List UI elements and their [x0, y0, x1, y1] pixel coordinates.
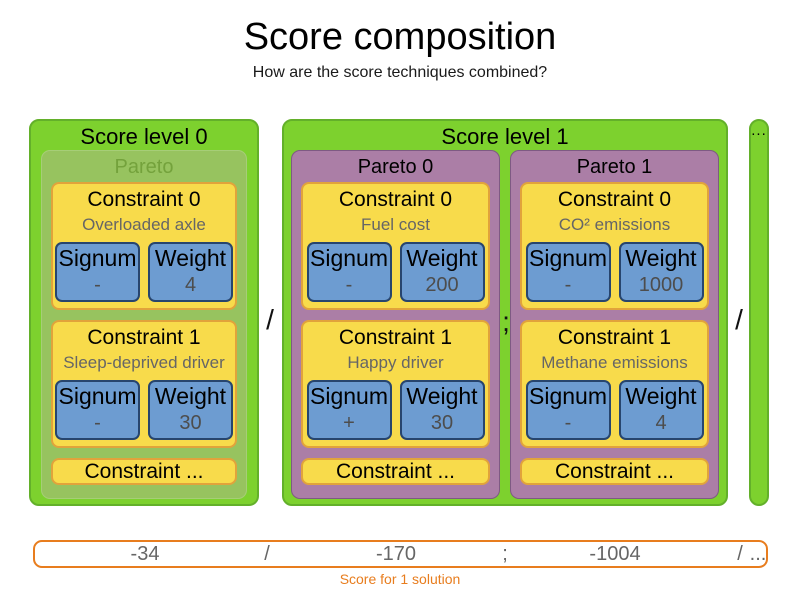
slide-title: Score composition — [243, 16, 557, 58]
weight-box: Weight 200 — [399, 242, 485, 302]
weight-value: 1000 — [638, 274, 684, 296]
signum-value: - — [94, 274, 101, 296]
score-level-0-box: Score level 0 Pareto Constraint 0 Overlo… — [29, 119, 259, 506]
score-value-level0: -34 — [130, 543, 160, 565]
more-levels-label: ... — [751, 122, 767, 139]
weight-box: Weight 4 — [148, 242, 233, 302]
signum-label: Signum — [58, 245, 137, 271]
more-levels-box: ... — [749, 119, 769, 506]
constraint-title: Constraint 0 — [557, 188, 672, 211]
constraint-title: Constraint 0 — [338, 188, 453, 211]
signum-value: - — [94, 412, 101, 434]
pareto-separator-semicolon: ; — [502, 306, 510, 337]
weight-value: 200 — [425, 274, 459, 296]
pareto-0-label: Pareto 0 — [357, 156, 434, 178]
signum-box: Signum - — [306, 242, 392, 302]
level-separator-slash: / — [266, 304, 274, 335]
weight-label: Weight — [625, 245, 697, 271]
weight-label: Weight — [406, 383, 478, 409]
constraint-description: CO² emissions — [558, 215, 671, 234]
constraint-title: Constraint 1 — [87, 326, 201, 349]
constraint-description: Happy driver — [347, 353, 444, 372]
constraint-description: Sleep-deprived driver — [63, 353, 225, 372]
weight-value: 4 — [655, 412, 667, 434]
score-level-1-label: Score level 1 — [441, 124, 569, 149]
score-separator: / — [264, 543, 270, 565]
pareto-box-level0: Pareto Constraint 0 Overloaded axle Sign… — [41, 150, 247, 499]
score-bar: -34 / -170 ; -1004 / ... — [33, 540, 768, 568]
signum-value: - — [345, 274, 353, 296]
pareto-0-box: Pareto 0 Constraint 0 Fuel cost Signum -… — [291, 150, 500, 499]
level-separator-slash: / — [735, 304, 743, 335]
constraint-box: Constraint 1 Sleep-deprived driver Signu… — [51, 320, 237, 448]
signum-value: - — [564, 412, 572, 434]
weight-value: 30 — [179, 412, 202, 434]
weight-box: Weight 30 — [148, 380, 233, 440]
signum-label: Signum — [529, 383, 607, 409]
weight-label: Weight — [625, 383, 697, 409]
constraint-box: Constraint 0 CO² emissions Signum - Weig… — [520, 182, 709, 310]
score-level-1-box: Score level 1 Pareto 0 Constraint 0 Fuel… — [282, 119, 728, 506]
constraint-title: Constraint 0 — [87, 188, 201, 211]
weight-label: Weight — [406, 245, 478, 271]
constraint-more-label: Constraint ... — [554, 460, 675, 483]
signum-box: Signum - — [55, 242, 140, 302]
pareto-1-box: Pareto 1 Constraint 0 CO² emissions Sign… — [510, 150, 719, 499]
weight-value: 4 — [184, 274, 197, 296]
constraint-more-label: Constraint ... — [84, 460, 204, 483]
constraint-description: Overloaded axle — [82, 215, 206, 234]
signum-box: Signum + — [306, 380, 392, 440]
score-caption: Score for 1 solution — [339, 571, 461, 587]
signum-label: Signum — [310, 245, 388, 271]
signum-label: Signum — [529, 245, 607, 271]
signum-box: Signum - — [525, 242, 611, 302]
signum-box: Signum - — [525, 380, 611, 440]
constraint-box: Constraint 0 Overloaded axle Signum - We… — [51, 182, 237, 310]
constraint-more-box: Constraint ... — [301, 458, 490, 485]
score-value-more: ... — [749, 543, 767, 565]
constraint-description: Fuel cost — [361, 215, 430, 234]
signum-value: + — [343, 412, 355, 434]
signum-label: Signum — [310, 383, 388, 409]
weight-label: Weight — [154, 245, 227, 271]
constraint-title: Constraint 1 — [338, 326, 453, 349]
weight-label: Weight — [154, 383, 227, 409]
pareto-label: Pareto — [114, 156, 174, 178]
slide-subtitle: How are the score techniques combined? — [252, 64, 548, 81]
weight-box: Weight 1000 — [618, 242, 704, 302]
constraint-box: Constraint 0 Fuel cost Signum - Weight 2… — [301, 182, 490, 310]
signum-value: - — [564, 274, 572, 296]
constraint-box: Constraint 1 Methane emissions Signum - … — [520, 320, 709, 448]
constraint-more-box: Constraint ... — [51, 458, 237, 485]
score-separator: / — [737, 543, 743, 565]
constraint-title: Constraint 1 — [557, 326, 672, 349]
score-value-pareto1: -1004 — [589, 543, 641, 565]
score-level-0-label: Score level 0 — [80, 124, 208, 149]
constraint-description: Methane emissions — [541, 353, 688, 372]
constraint-more-box: Constraint ... — [520, 458, 709, 485]
signum-box: Signum - — [55, 380, 140, 440]
signum-label: Signum — [58, 383, 137, 409]
pareto-1-label: Pareto 1 — [576, 156, 653, 178]
score-separator: ; — [502, 543, 508, 565]
weight-value: 30 — [430, 412, 454, 434]
weight-box: Weight 4 — [618, 380, 704, 440]
constraint-box: Constraint 1 Happy driver Signum + Weigh… — [301, 320, 490, 448]
constraint-more-label: Constraint ... — [335, 460, 456, 483]
weight-box: Weight 30 — [399, 380, 485, 440]
score-value-pareto0: -170 — [375, 543, 417, 565]
